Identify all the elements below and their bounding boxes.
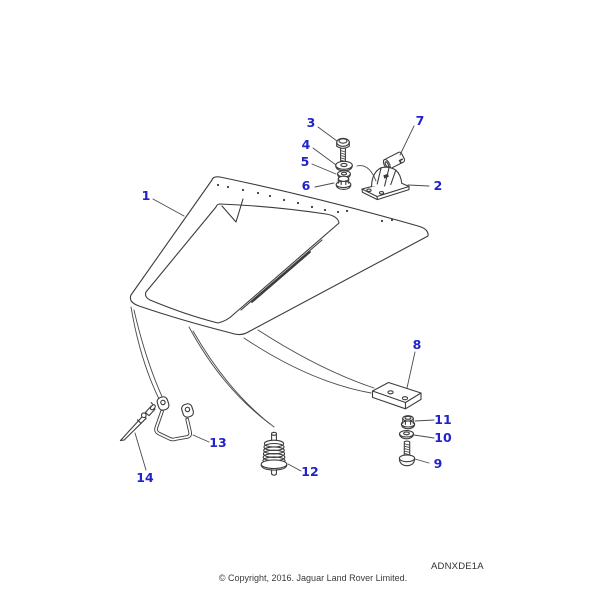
washer10-ring [398,430,415,438]
washer-part4-drawing [335,160,353,172]
rod-band [136,419,142,424]
catch-hole-right [378,191,385,195]
callout-12[interactable]: 12 [301,464,318,479]
callout-2[interactable]: 2 [434,178,443,193]
bolt-head-side [336,141,350,149]
callout-5[interactable]: 5 [301,154,310,169]
position-sweep-curves [130,306,375,428]
callout-8[interactable]: 8 [413,337,422,352]
nut11-flange [400,420,416,428]
spring-buffer-part12-drawing [260,431,288,476]
callout-4[interactable]: 4 [302,137,311,152]
buffer-stem [271,469,277,476]
stay-eyelet-right-hole [184,406,191,413]
rivet-holes [216,183,394,223]
scoop-shadow-line [251,251,311,303]
bolt-part9-drawing [398,440,416,467]
bonnet-outline [129,176,429,336]
bolt-threads [340,150,346,162]
washer10-hole [403,431,410,436]
nut11-flange-lower [400,424,416,430]
catch-hole-left [366,188,372,193]
clip-slot [398,158,404,164]
stay-tube-inner [155,410,192,441]
prop-rod-part14-drawing [119,402,156,442]
lockwasher-hole [340,171,348,176]
callout-6[interactable]: 6 [302,178,311,193]
clip-part7-drawing [382,151,406,170]
rod-ball-end [140,412,147,419]
catch-slot [383,173,389,179]
nut11-facets [402,417,414,425]
scoop-detail-lines [221,198,323,311]
bolt-part3-drawing [336,137,350,165]
scoop-outline [144,203,340,324]
nut-flange-lower [335,184,352,190]
callout-10[interactable]: 10 [434,430,452,445]
fitment-curve [356,165,377,182]
washer10-thickness [398,434,415,440]
buffer-flange [260,459,288,470]
callout-13[interactable]: 13 [209,435,226,450]
catch-base-thickness [361,185,410,201]
callout-14[interactable]: 14 [136,470,154,485]
callout-9[interactable]: 9 [434,456,443,471]
bonnet-panel-drawing [129,176,429,336]
stay-eyelet-left-hole [160,399,166,406]
nut-hex-top [337,175,350,182]
callout-1[interactable]: 1 [142,188,151,203]
washer-hole [340,162,348,168]
plate-hole-left [387,390,394,395]
stay-bracket-part13-drawing [154,396,195,442]
bolt-head-top [338,138,348,144]
bolt9-head-top [398,454,416,463]
rod-shaft [119,415,147,442]
buffer-pin-cap [270,431,278,436]
rod-clip-pin [150,402,154,405]
stay-eyelet-left [156,396,170,411]
safety-catch-part2-drawing [356,165,410,201]
nut11-hole [404,415,412,420]
callout-7[interactable]: 7 [416,113,425,128]
callout-3[interactable]: 3 [307,115,316,130]
nut-part11-drawing [400,415,416,430]
callout-11[interactable]: 11 [434,412,451,427]
buffer-flange-lower [260,464,288,471]
packing-plate-part8-drawing [371,381,422,410]
washer-ring [335,160,353,170]
drawing-code: ADNXDE1A [431,561,484,572]
nut-part6-drawing [335,175,352,190]
bolt9-threads [403,443,411,456]
stay-eyelet-right [181,403,195,418]
copyright-text: © Copyright, 2016. Jaguar Land Rover Lim… [218,573,408,583]
plate-thickness [371,390,422,410]
plate-hole-right [401,396,409,401]
callout-leader-lines [134,125,435,472]
washer-part10-drawing [398,430,415,440]
rod-clip-cap [149,404,156,411]
bolt-head [336,137,350,147]
bolt9-head-dome [398,458,416,467]
nut-hex-facets [337,178,350,186]
